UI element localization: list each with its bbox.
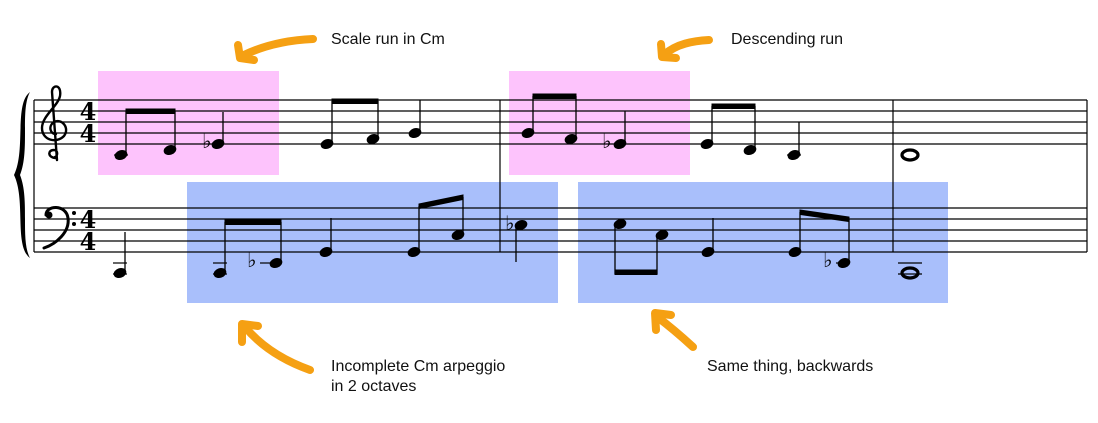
annotation-arrows: [234, 35, 713, 374]
note-group: [900, 148, 920, 162]
bass-notes: ♭ ♭: [113, 194, 922, 280]
arrow-icon: [234, 35, 317, 64]
note-group: [319, 218, 333, 258]
note-group: [613, 218, 669, 275]
note-group: [113, 232, 127, 279]
note-group: ♭: [602, 111, 627, 153]
beam: [532, 93, 577, 99]
note-group: ♭: [202, 112, 225, 153]
whole-note-head: [900, 266, 920, 280]
annotation-arpeggio-line1: Incomplete Cm arpeggio: [331, 358, 506, 375]
flat-accidental: ♭: [202, 129, 211, 153]
highlight-boxes: [98, 71, 948, 303]
time-sig-bass-top: 4: [80, 205, 97, 234]
treble-staff: [34, 99, 1087, 145]
note-group: [408, 100, 422, 139]
time-sig-treble-bottom: 4: [80, 119, 97, 148]
barlines: [33, 100, 1088, 252]
note-group: [407, 194, 465, 258]
treble-highlight-descending-run: [509, 71, 690, 175]
bass-staff: [34, 207, 1087, 253]
annotation-arpeggio: Incomplete Cm arpeggio in 2 octaves: [331, 357, 505, 397]
beam: [331, 98, 379, 104]
flat-accidental: ♭: [823, 248, 832, 272]
grand-staff-brace: [14, 92, 30, 258]
note-group: [320, 98, 380, 150]
note-group: [898, 262, 922, 280]
treble-notes: ♭ ♭: [114, 93, 920, 162]
annotation-backwards: Same thing, backwards: [707, 358, 874, 375]
note-group: [787, 122, 801, 161]
time-sig-treble-top: 4: [80, 97, 97, 126]
beam: [614, 269, 658, 275]
beam: [418, 194, 464, 210]
treble-clef-icon: [40, 85, 68, 162]
arrow-icon: [238, 320, 314, 374]
beam: [125, 108, 176, 114]
note-group: ♭: [505, 211, 528, 262]
beam: [224, 219, 282, 225]
flat-accidental: ♭: [602, 129, 611, 153]
annotation-arpeggio-line2: in 2 octaves: [331, 378, 417, 395]
note-group: ♭: [788, 209, 851, 272]
arrow-icon: [651, 309, 697, 351]
annotation-descending-run: Descending run: [731, 31, 844, 48]
bass-clef-icon: [42, 206, 76, 250]
arrow-icon: [657, 36, 713, 62]
time-signature-treble: 4 4: [80, 97, 97, 148]
note-group: [700, 103, 757, 156]
note-group: [521, 93, 578, 145]
note-group: ♭: [213, 219, 283, 279]
note-group: [701, 218, 715, 258]
whole-note-head: [900, 148, 920, 162]
note-group: [114, 108, 177, 161]
bass-highlight-arpeggio: [187, 182, 558, 303]
flat-accidental: ♭: [247, 248, 256, 272]
flat-accidental: ♭: [505, 211, 514, 235]
time-signature-bass: 4 4: [80, 205, 97, 256]
treble-highlight-scale-run: [98, 71, 279, 175]
time-sig-bass-bottom: 4: [80, 227, 97, 256]
annotation-scale-run: Scale run in Cm: [331, 31, 445, 48]
beam: [711, 103, 756, 109]
beam: [799, 209, 850, 223]
bass-highlight-backwards: [578, 182, 948, 303]
